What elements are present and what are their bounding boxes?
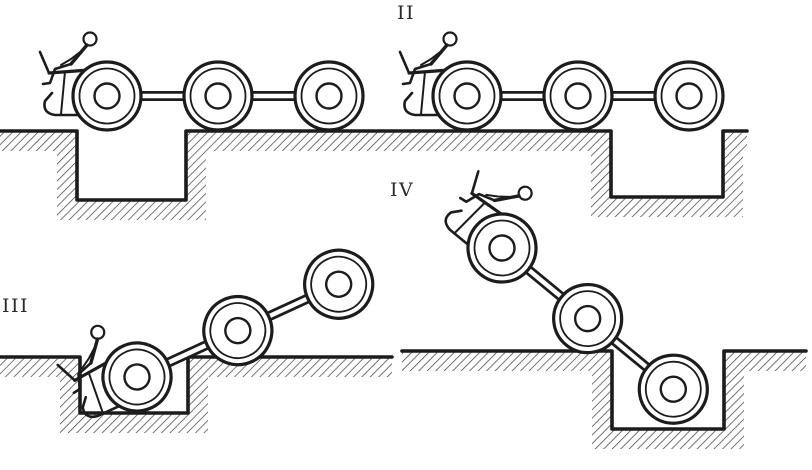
vehicle-stage-1 — [40, 33, 363, 131]
panel-4-label: IV — [390, 179, 414, 201]
panel-2-label: II — [397, 2, 415, 24]
ground-bottom-right-hatch-band — [402, 351, 806, 449]
panel-3-label: III — [2, 295, 29, 317]
ground-bottom-left-hatch-band — [0, 357, 392, 433]
vehicle-stage-3 — [50, 212, 384, 436]
ground-top-hatch-band — [0, 131, 747, 220]
ground-top — [0, 129, 749, 220]
ground-top-surface-line — [0, 129, 749, 202]
ground-bottom-right — [400, 349, 808, 449]
ground-bottom-left — [0, 355, 394, 433]
vehicle-stage-2 — [400, 33, 723, 131]
